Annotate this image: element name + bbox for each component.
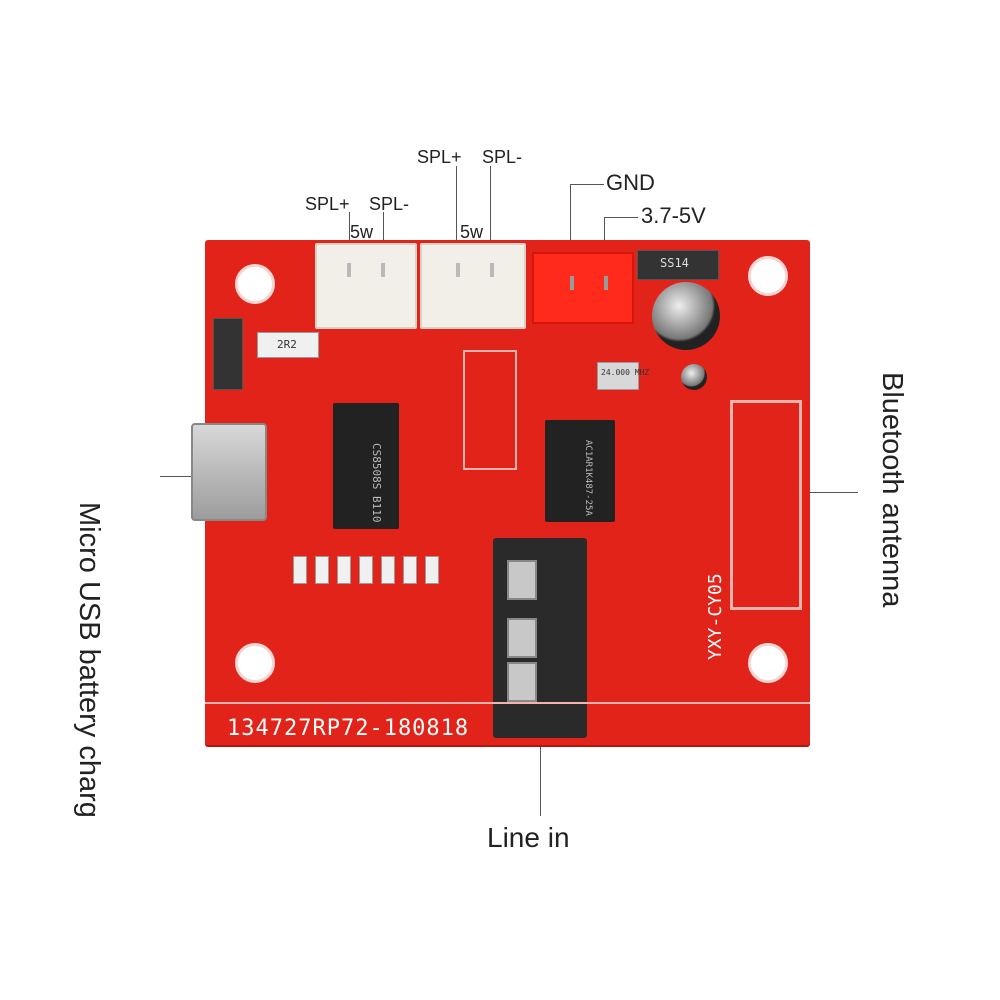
micro-usb-port xyxy=(191,423,267,521)
smd-component xyxy=(315,556,329,584)
module-marking: YXY-CY05 xyxy=(705,573,726,660)
gnd-label: GND xyxy=(606,170,655,195)
callout-line-bt xyxy=(800,492,858,493)
callout-line-spk1b xyxy=(383,212,384,266)
mount-hole-tl xyxy=(235,264,275,304)
pcb-bottom-strip xyxy=(205,702,810,747)
speaker1-power-label: 5w xyxy=(350,222,374,242)
mount-hole-br xyxy=(748,643,788,683)
bluetooth-ic: AC1AR1K487-25A xyxy=(545,420,615,522)
speaker2-power-label: 5w xyxy=(460,222,484,242)
smd-component xyxy=(293,556,307,584)
speaker1-connector xyxy=(315,243,417,329)
small-capacitor xyxy=(681,364,707,390)
speaker1-plus-label: SPL+ xyxy=(305,194,350,214)
jack-pin-3 xyxy=(507,662,537,702)
callout-line-usb xyxy=(160,476,210,477)
smd-component xyxy=(425,556,439,584)
serial-number: 134727RP72-180818 xyxy=(227,716,470,741)
speaker2-minus-label: SPL- xyxy=(482,147,523,167)
inductor xyxy=(257,332,319,358)
mount-hole-bl xyxy=(235,643,275,683)
bluetooth-antenna-trace xyxy=(730,400,802,610)
bluetooth-ic-marking: AC1AR1K487-25A xyxy=(583,440,593,516)
speaker1-minus-label: SPL- xyxy=(369,194,410,214)
speaker2-plus-label: SPL+ xyxy=(417,147,462,167)
header-pads xyxy=(463,350,517,470)
callout-line-gnd-v xyxy=(570,184,571,274)
power-connector xyxy=(532,252,634,324)
inductor-marking: 2R2 xyxy=(277,338,297,351)
jack-pin-2 xyxy=(507,618,537,658)
callout-line-volt-h xyxy=(604,217,638,218)
line-in-label: Line in xyxy=(487,822,570,853)
crystal-marking: 24.000 MHZ xyxy=(601,368,650,377)
speaker2-connector xyxy=(420,243,526,329)
smd-component xyxy=(337,556,351,584)
callout-line-spk1 xyxy=(349,212,350,266)
callout-line-linein xyxy=(540,738,541,816)
diode-ss14-left xyxy=(213,318,243,390)
smd-component xyxy=(403,556,417,584)
diode-marking: SS14 xyxy=(660,256,689,270)
smd-component xyxy=(381,556,395,584)
electrolytic-capacitor xyxy=(652,282,720,350)
amplifier-ic: CS8508S B110 xyxy=(333,403,399,529)
amplifier-ic-marking: CS8508S B110 xyxy=(370,443,383,523)
usb-label: Micro USB battery charg xyxy=(73,502,105,818)
callout-line-spk2b xyxy=(490,166,491,266)
jack-pin-1 xyxy=(507,560,537,600)
bluetooth-label: Bluetooth antenna xyxy=(876,372,908,608)
mount-hole-tr xyxy=(748,256,788,296)
crystal-oscillator xyxy=(597,362,639,390)
voltage-label: 3.7-5V xyxy=(641,203,706,228)
pcb-board: SS14 2R2 CS8508S B110 AC1AR1K487-25A 24.… xyxy=(191,240,810,747)
callout-line-spk2 xyxy=(456,166,457,266)
callout-line-gnd-h xyxy=(570,184,604,185)
diode-ss14-right xyxy=(637,250,719,280)
smd-component xyxy=(359,556,373,584)
